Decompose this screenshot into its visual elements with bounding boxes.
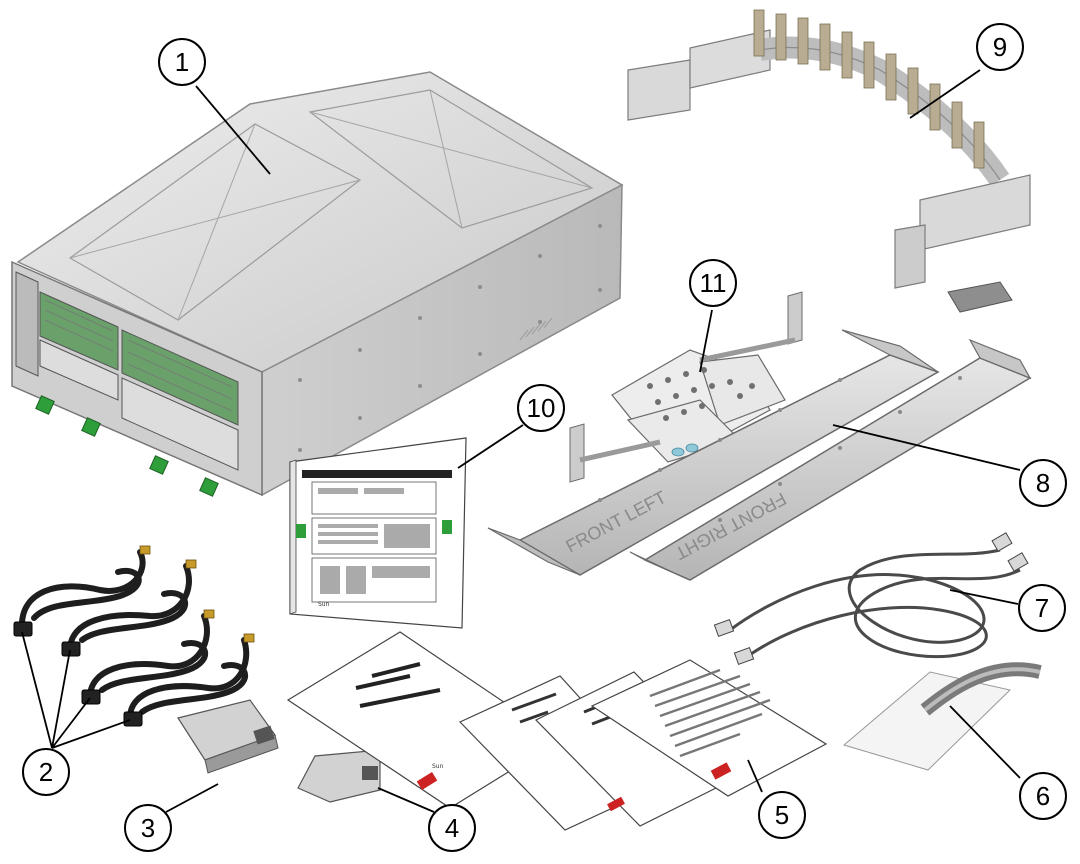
esd-wrist-strap: [842, 662, 1042, 771]
adapter-item-4: [297, 749, 381, 803]
callout-8-label: 8: [1036, 468, 1050, 498]
callout-2: 2: [22, 748, 70, 796]
callout-10-label: 10: [527, 393, 556, 423]
callout-9: 9: [976, 23, 1024, 71]
slide-rails: FRONT LEFT FRONT RIGHT: [487, 291, 1032, 581]
callout-4: 4: [428, 804, 476, 852]
callout-5: 5: [758, 791, 806, 839]
callout-6: 6: [1019, 772, 1067, 820]
callout-2-label: 2: [39, 757, 53, 787]
callout-8: 8: [1019, 459, 1067, 507]
rack-mount-guide-poster: [289, 437, 467, 629]
doc-brand-text: Sun: [432, 763, 444, 770]
callout-3-label: 3: [141, 813, 155, 843]
server-chassis: [11, 71, 624, 497]
callout-1: 1: [158, 38, 206, 86]
callout-9-label: 9: [993, 32, 1007, 62]
callout-3: 3: [124, 804, 172, 852]
callout-11: 11: [689, 259, 737, 307]
callout-1-label: 1: [175, 47, 189, 77]
callout-7: 7: [1018, 584, 1066, 632]
callout-10: 10: [517, 384, 565, 432]
power-cords: [18, 549, 250, 723]
adapter-item-3: [177, 699, 279, 774]
callout-4-label: 4: [445, 813, 459, 843]
callout-7-label: 7: [1035, 593, 1049, 623]
documentation-set: [286, 631, 828, 831]
callout-6-label: 6: [1036, 781, 1050, 811]
leader-lines: [21, 69, 1021, 813]
callout-5-label: 5: [775, 800, 789, 830]
guide-brand-text: Sun: [318, 601, 330, 608]
cable-management-arm: [627, 9, 1031, 313]
ethernet-cables: [729, 548, 1021, 659]
callout-11-label: 11: [700, 268, 727, 298]
